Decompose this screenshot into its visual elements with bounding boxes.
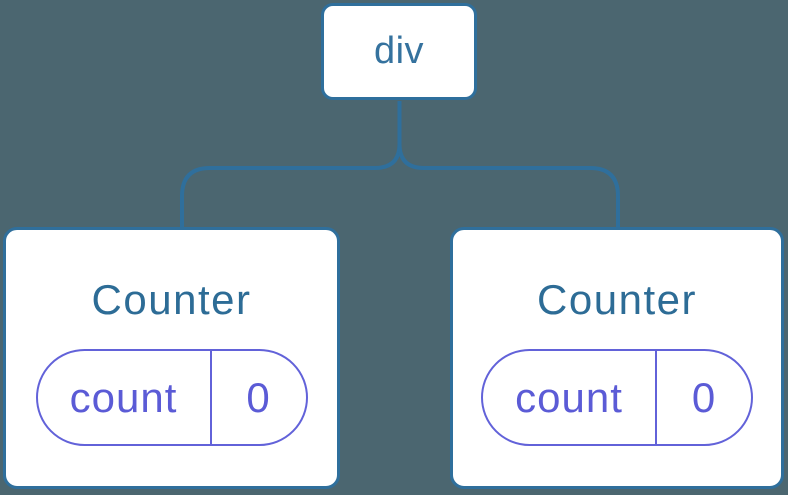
state-value-cell: 0 (657, 351, 751, 444)
state-pill: count 0 (35, 349, 308, 446)
counter-card-right: Counter count 0 (450, 227, 784, 489)
state-key-label: count (69, 373, 178, 421)
root-node-div: div (321, 3, 477, 100)
counter-card-left: Counter count 0 (3, 227, 340, 489)
state-value-label: 0 (246, 373, 271, 421)
state-key-cell: count (483, 351, 655, 444)
state-value-cell: 0 (212, 351, 306, 444)
connector-left-branch (180, 101, 402, 228)
component-title: Counter (91, 276, 252, 323)
state-key-label: count (515, 373, 623, 421)
pill-divider (209, 351, 212, 444)
connector-right-branch (397, 101, 620, 228)
state-key-cell: count (38, 351, 210, 444)
component-title: Counter (537, 276, 697, 323)
pill-divider (655, 351, 657, 444)
root-node-label: div (373, 30, 425, 72)
state-value-label: 0 (691, 373, 717, 421)
state-pill: count 0 (481, 349, 753, 446)
